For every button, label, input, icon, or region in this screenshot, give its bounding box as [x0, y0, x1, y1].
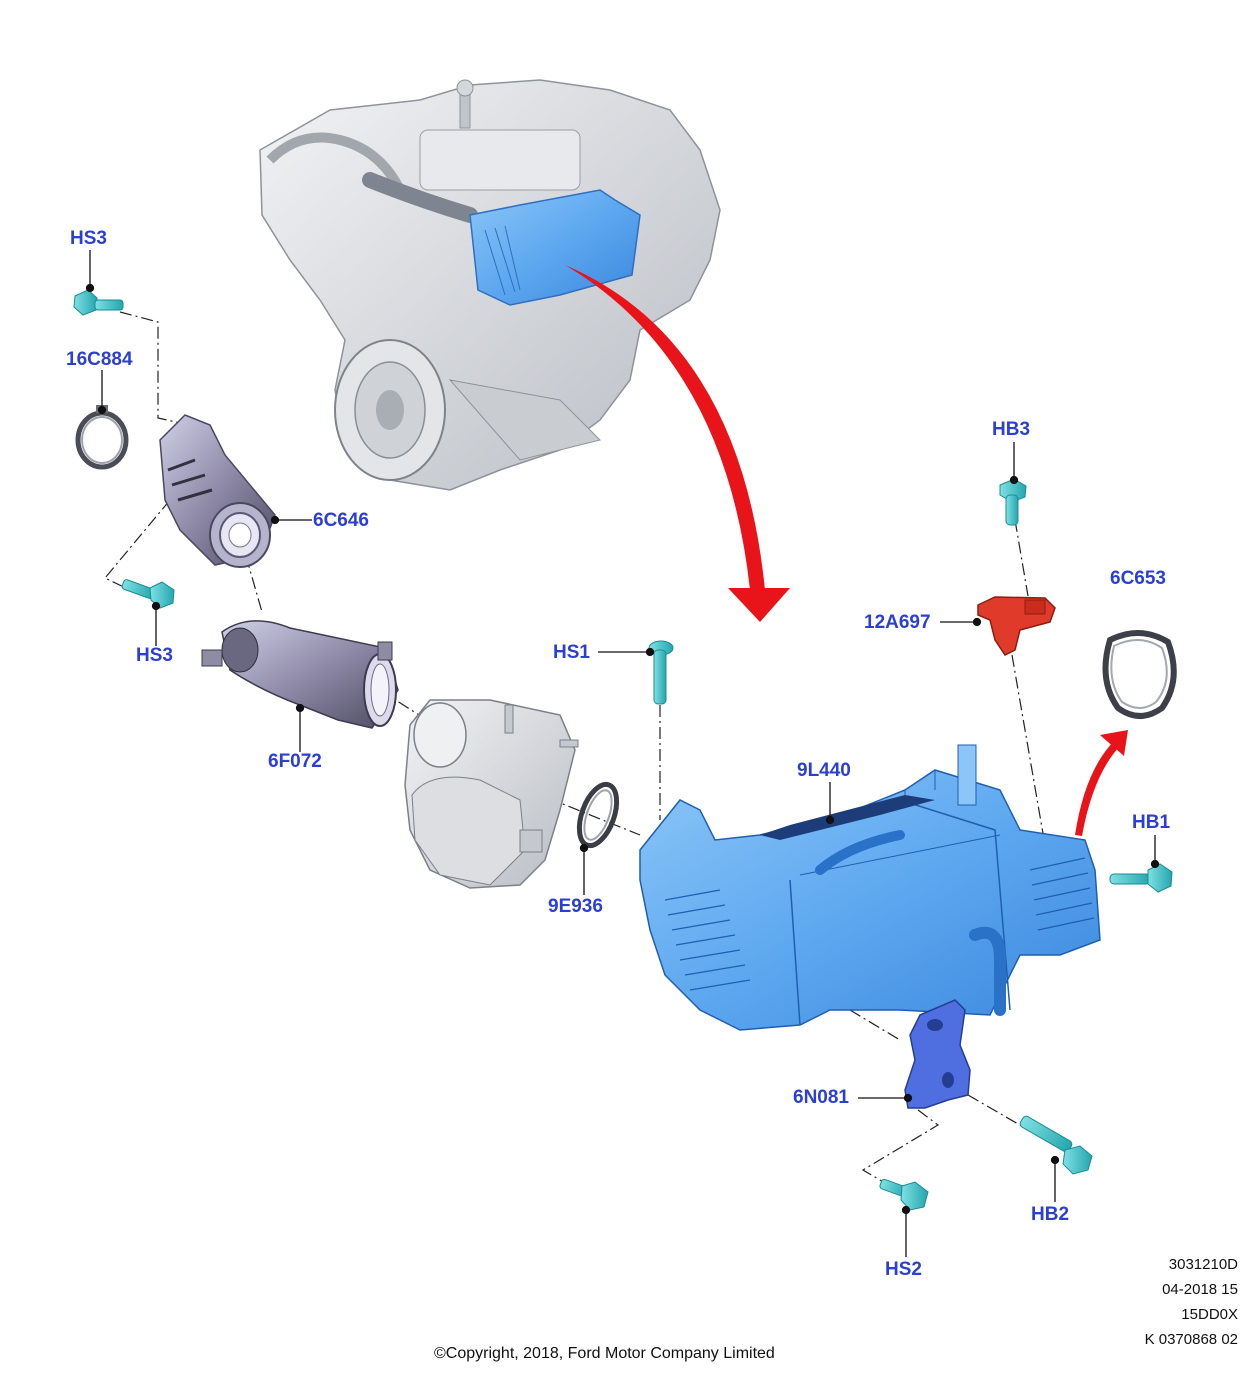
egr-cooler-icon [639, 744, 1101, 1031]
callout-hs3-bottom: HS3 [136, 645, 173, 666]
callout-hb3: HB3 [992, 419, 1031, 440]
egr-valve-icon [404, 699, 579, 889]
callout-6c646: 6C646 [313, 510, 369, 531]
meta-line-4: K 0370868 02 [1144, 1331, 1238, 1348]
copyright-text: ©Copyright, 2018, Ford Motor Company Lim… [434, 1345, 775, 1362]
callout-hs3-top: HS3 [70, 228, 107, 249]
bolt-icon [1019, 1115, 1093, 1175]
egr-cooler-highlight [469, 189, 641, 306]
callout-9l440: 9L440 [797, 760, 851, 781]
bolt-icon [73, 289, 124, 316]
red-arrow-large [565, 265, 790, 622]
callout-6c653: 6C653 [1110, 568, 1166, 589]
bracket-icon [904, 999, 971, 1109]
callout-hs1: HS1 [553, 642, 590, 663]
callout-hb2: HB2 [1031, 1204, 1070, 1225]
callout-6f072: 6F072 [268, 751, 322, 772]
callout-leaders [85, 250, 1160, 1257]
callout-hb1: HB1 [1132, 812, 1171, 833]
engine-illustration [259, 79, 721, 491]
callout-16c884: 16C884 [66, 349, 133, 370]
bolt-icon [648, 640, 674, 705]
meta-line-3: 15DD0X [1181, 1306, 1238, 1323]
callout-6n081: 6N081 [793, 1087, 849, 1108]
tube-icon [201, 620, 399, 729]
clamp-icon [75, 405, 129, 470]
bolt-icon [879, 1178, 929, 1211]
gasket-icon [1102, 630, 1177, 719]
callout-9e936: 9E936 [548, 896, 603, 917]
bolt-icon [121, 579, 175, 609]
meta-line-2: 04-2018 15 [1162, 1281, 1238, 1298]
meta-line-1: 3031210D [1168, 1256, 1238, 1273]
sensor-icon [977, 596, 1056, 656]
gasket-icon [576, 781, 620, 849]
bolt-icon [999, 478, 1027, 526]
outlet-connector [159, 414, 276, 568]
callout-12a697: 12A697 [864, 612, 931, 633]
bolt-icon [1109, 863, 1173, 893]
callout-hs2: HS2 [885, 1259, 922, 1280]
red-arrow-small [1075, 730, 1128, 836]
